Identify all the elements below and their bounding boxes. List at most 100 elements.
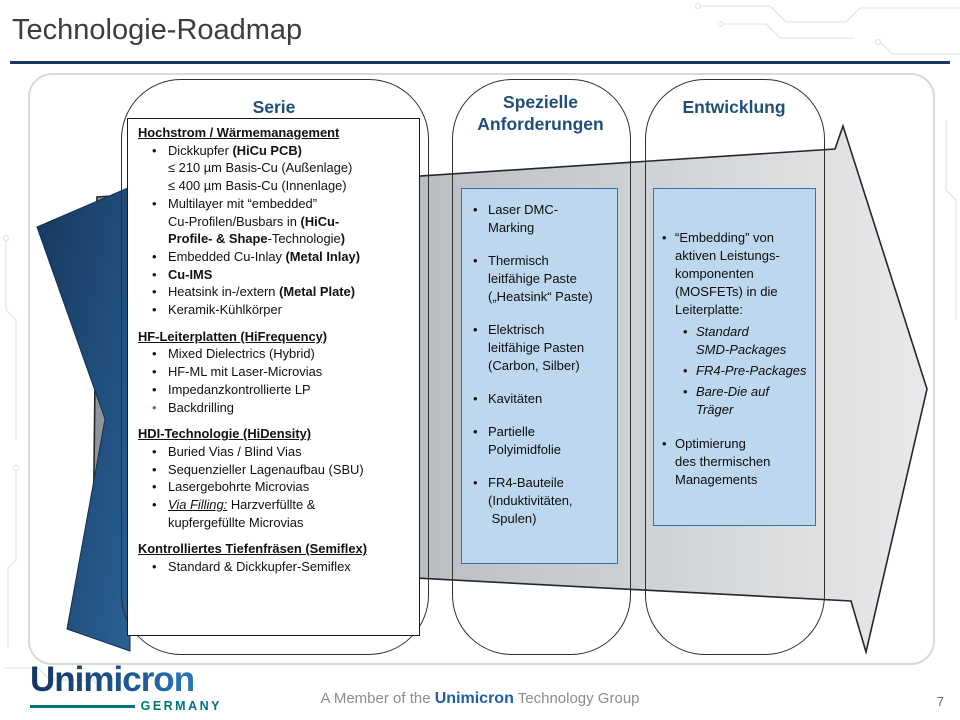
- list-item: leitfähige Paste: [488, 271, 577, 286]
- spacer: [462, 306, 614, 321]
- list-item: des thermischen: [675, 454, 771, 469]
- list-item: •“Embedding” von: [662, 230, 774, 245]
- bullet-icon: •: [152, 195, 157, 211]
- logo-subline: GERMANY: [30, 699, 222, 713]
- list-item: •Optimierung: [662, 436, 746, 451]
- list-item: •Mixed Dielectrics (Hybrid): [152, 346, 315, 362]
- logo-country: GERMANY: [140, 699, 222, 713]
- list-item: Managements: [675, 472, 758, 487]
- bullet-icon: •: [473, 424, 478, 439]
- list-item: Marking: [488, 220, 535, 235]
- bullet-icon: •: [152, 346, 157, 362]
- column-serie-outline: [121, 79, 429, 655]
- spacer: [462, 237, 614, 252]
- list-item: •Standard: [683, 324, 749, 339]
- column-header-spezielle: Spezielle Anforderungen: [477, 92, 604, 134]
- list-item: komponenten: [675, 266, 754, 281]
- entwicklung-box: •“Embedding” von aktiven Leistungs-kompon…: [653, 188, 816, 526]
- bullet-icon: •: [152, 497, 157, 513]
- spacer: [654, 419, 812, 435]
- list-item: •Keramik-Kühlkörper: [152, 302, 282, 318]
- list-item: •Sequenzieller Lagenaufbau (SBU): [152, 461, 364, 477]
- column-header-serie: Serie: [252, 97, 296, 117]
- list-item: •Cu-IMS: [152, 266, 213, 282]
- member-suffix: Technology Group: [513, 690, 640, 707]
- bullet-icon: •: [152, 381, 157, 397]
- list-item: SMD-Packages: [696, 342, 787, 357]
- list-item: •Via Filling: Harzverfüllte &: [152, 497, 316, 513]
- logo-bar: [30, 704, 135, 708]
- list-item: •Embedded Cu-Inlay (Metal Inlay): [152, 248, 361, 264]
- list-item: (Carbon, Silber): [488, 358, 580, 373]
- list-item: ≤ 210 µm Basis-Cu (Außenlage): [168, 160, 353, 176]
- section-title: Hochstrom / Wärmemanagement: [138, 125, 340, 140]
- section-title: Kontrolliertes Tiefenfräsen (Semiflex): [138, 541, 367, 557]
- list-item: Leiterplatte:: [675, 302, 743, 317]
- list-item: •Elektrisch: [473, 322, 545, 337]
- section-title: HDI-Technologie (HiDensity): [138, 426, 312, 442]
- list-item: („Heatsink“ Paste): [488, 289, 593, 304]
- column-spezielle-outline: [452, 79, 631, 655]
- column-header-entwicklung: Entwicklung: [682, 97, 786, 117]
- list-item: •Thermisch: [473, 253, 549, 268]
- list-item: kupfergefüllte Microvias: [168, 514, 304, 530]
- footer-member-text: A Member of the Unimicron Technology Gro…: [200, 690, 760, 708]
- list-item: •Partielle: [473, 424, 535, 439]
- list-item: •FR4-Pre-Packages: [683, 363, 807, 378]
- page-number: 7: [936, 694, 944, 709]
- bullet-icon: •: [152, 461, 157, 477]
- list-item: aktiven Leistungs-: [675, 248, 780, 263]
- bullet-icon: •: [152, 479, 157, 495]
- bullet-icon: •: [473, 322, 478, 337]
- bullet-icon: •: [473, 253, 478, 268]
- member-prefix: A Member of the: [320, 690, 435, 707]
- list-item: ≤ 400 µm Basis-Cu (Innenlage): [168, 178, 347, 194]
- bullet-icon: •: [473, 202, 478, 217]
- member-brand: Unimicron: [434, 690, 514, 707]
- list-item: •FR4-Bauteile: [473, 475, 564, 490]
- bullet-icon: •: [152, 559, 157, 575]
- list-item: •Bare-Die auf: [683, 384, 769, 399]
- title-divider: [10, 61, 950, 64]
- list-item: •Standard & Dickkupfer-Semiflex: [152, 559, 351, 575]
- spacer: [462, 375, 614, 390]
- list-item: •Heatsink in-/extern (Metal Plate): [152, 284, 355, 300]
- bullet-icon: •: [152, 399, 157, 415]
- serie-box: Hochstrom / Wärmemanagement •Dickkupfer (…: [127, 118, 420, 636]
- unimicron-logo: Unimicron GERMANY: [30, 662, 222, 713]
- list-item: leitfähige Pasten: [488, 340, 585, 355]
- bullet-icon: •: [152, 364, 157, 380]
- spacer: [462, 459, 614, 474]
- bullet-icon: •: [152, 142, 157, 158]
- list-item: •Impedanzkontrollierte LP: [152, 381, 311, 397]
- spacer: [130, 319, 415, 328]
- list-item: •Backdrilling: [152, 399, 234, 415]
- list-item: Spulen): [488, 511, 537, 526]
- spezielle-box: •Laser DMC- Marking •Thermisch leitfähige P…: [461, 188, 618, 564]
- spacer: [462, 408, 614, 423]
- list-item: •Dickkupfer (HiCu PCB): [152, 142, 302, 158]
- bullet-icon: •: [152, 284, 157, 300]
- list-item: •Lasergebohrte Microvias: [152, 479, 310, 495]
- list-item: •Laser DMC-: [473, 202, 559, 217]
- list-item: (Induktivitäten,: [488, 493, 573, 508]
- logo-wordmark: Unimicron: [30, 662, 222, 697]
- content-frame: [28, 73, 935, 665]
- list-item: (MOSFETs) in die: [675, 284, 778, 299]
- list-item: Cu-Profilen/Busbars in (HiCu-: [168, 213, 340, 229]
- bullet-icon: •: [473, 391, 478, 406]
- bullet-icon: •: [683, 363, 688, 378]
- list-item: •HF-ML mit Laser-Microvias: [152, 364, 323, 380]
- bullet-icon: •: [662, 230, 667, 245]
- bullet-icon: •: [152, 266, 157, 282]
- list-item: •Kavitäten: [473, 391, 543, 406]
- spacer: [130, 416, 415, 425]
- list-item: •Multilayer mit “embedded”: [152, 195, 318, 211]
- section-title: HF-Leiterplatten (HiFrequency): [138, 328, 328, 344]
- bullet-icon: •: [662, 436, 667, 451]
- list-item: Polyimidfolie: [488, 442, 561, 457]
- page-title: Technologie-Roadmap: [12, 14, 303, 46]
- list-item: Träger: [696, 402, 734, 417]
- column-entwicklung-outline: [645, 79, 825, 655]
